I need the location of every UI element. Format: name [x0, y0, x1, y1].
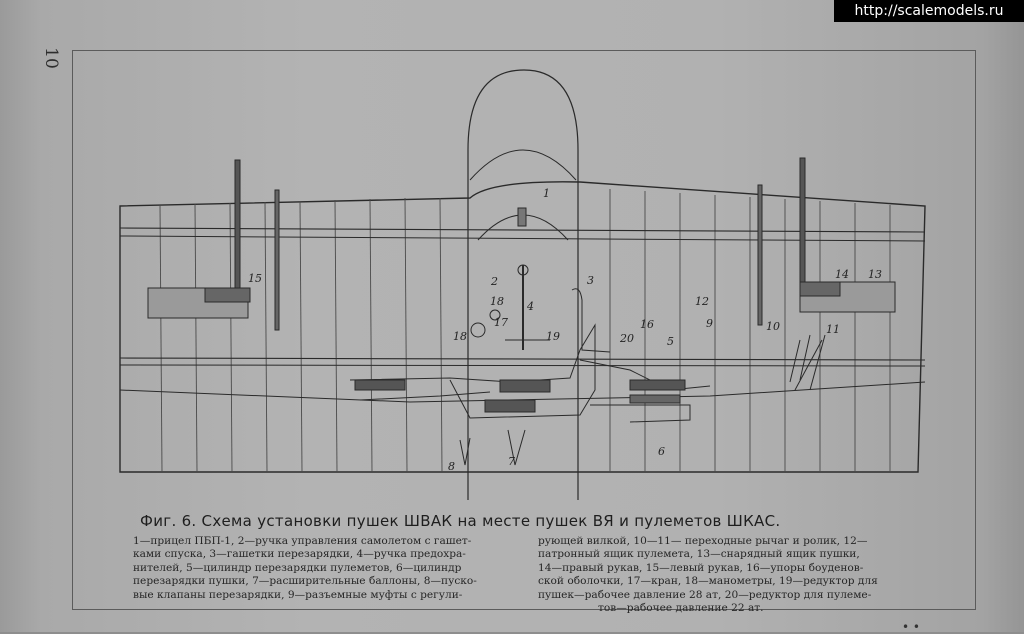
legend-line: ской оболочки, 17—кран, 18—манометры, 19…: [538, 575, 878, 588]
label-11: 11: [826, 323, 840, 336]
label-18-top: 18: [490, 295, 504, 308]
legend-right-column: рующей вилкой, 10—11— переходные рычаг и…: [538, 535, 933, 615]
label-5: 5: [667, 335, 674, 348]
label-18-left: 18: [453, 330, 467, 343]
label-20: 20: [619, 332, 634, 345]
legend-line: 14—правый рукав, 15—левый рукав, 16—упор…: [538, 561, 864, 574]
label-12: 12: [695, 295, 709, 308]
legend-left-column: 1—прицел ПБП-1, 2—ручка управления самол…: [133, 535, 528, 602]
page-number: 10: [40, 47, 61, 69]
legend-line: 1—прицел ПБП-1, 2—ручка управления самол…: [133, 535, 472, 547]
label-4: 4: [526, 300, 534, 313]
label-10: 10: [766, 320, 780, 333]
legend-line: тов—рабочее давление 22 ат.: [598, 602, 764, 615]
label-7: 7: [508, 455, 515, 468]
label-19: 19: [546, 330, 560, 343]
label-8: 8: [448, 460, 455, 473]
legend-line: перезарядки пушки, 7—расширительные балл…: [133, 575, 477, 588]
legend-line: рующей вилкой, 10—11— переходные рычаг и…: [538, 535, 868, 547]
watermark-link[interactable]: http://scalemodels.ru: [834, 0, 1024, 22]
label-14: 14: [835, 268, 849, 281]
figure-caption-title: Фиг. 6. Схема установки пушек ШВАК на ме…: [140, 512, 781, 530]
label-1: 1: [543, 187, 550, 200]
bottom-mark: • •: [902, 620, 920, 634]
diagram-labels: 1 2 3 4 5 6 7 8 9 10 11 12 13 14 15 16 1…: [248, 187, 882, 473]
legend-line: патронный ящик пулемета, 13—снарядный ящ…: [538, 548, 860, 561]
page-frame: [72, 50, 976, 610]
label-3: 3: [587, 274, 594, 287]
legend-line: пушек—рабочее давление 28 ат, 20—редукто…: [538, 588, 872, 601]
label-2: 2: [490, 275, 498, 288]
label-13: 13: [868, 268, 882, 281]
label-17: 17: [494, 316, 508, 329]
label-9: 9: [706, 317, 713, 330]
label-16: 16: [640, 318, 654, 331]
legend-line: вые клапаны перезарядки, 9—разъемные муф…: [133, 588, 463, 601]
legend-line: ками спуска, 3—гашетки перезарядки, 4—ру…: [133, 548, 466, 561]
legend-line: нителей, 5—цилиндр перезарядки пулеметов…: [133, 561, 462, 574]
label-15: 15: [248, 272, 262, 285]
label-6: 6: [658, 445, 665, 458]
wing-armament-diagram: 1 2 3 4 5 6 7 8 9 10 11 12 13 14 15 16 1…: [119, 69, 926, 500]
